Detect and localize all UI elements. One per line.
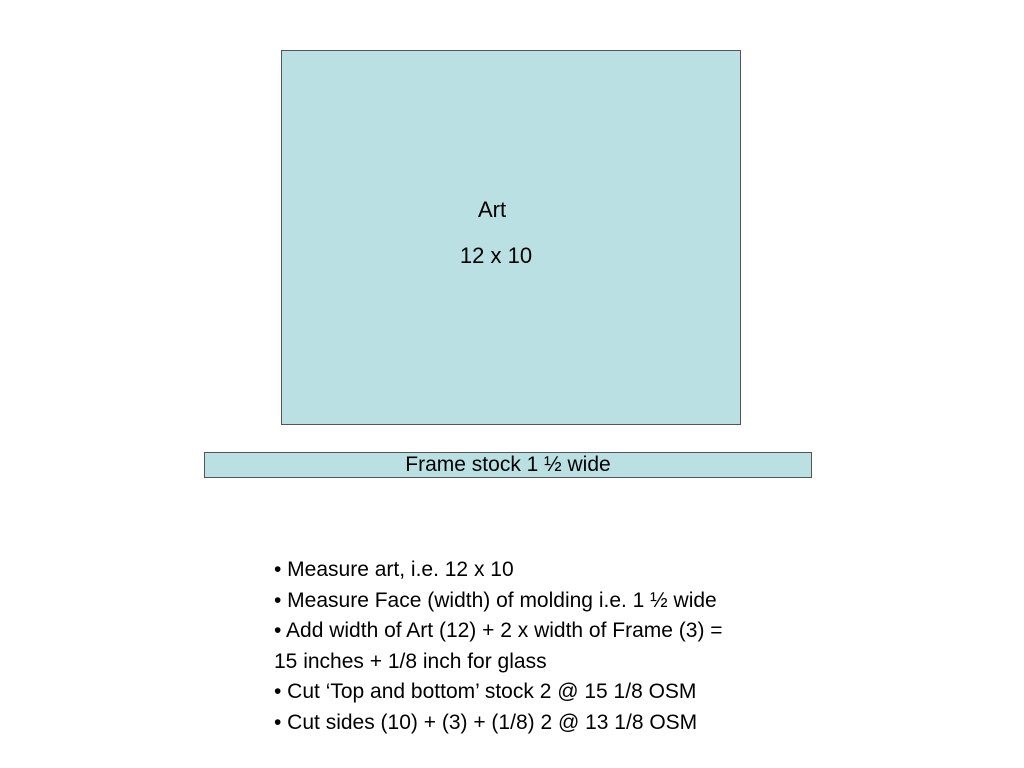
frame-stock-strip: Frame stock 1 ½ wide [204, 452, 812, 478]
instruction-line: • Add width of Art (12) + 2 x width of F… [274, 619, 723, 642]
instruction-line: 15 inches + 1/8 inch for glass [274, 649, 547, 673]
instruction-line: • Measure Face (width) of molding i.e. 1… [274, 588, 717, 612]
art-title: Art [477, 197, 507, 222]
art-rectangle: Art 12 x 10 [281, 50, 741, 425]
art-dimensions: 12 x 10 [459, 243, 533, 268]
instruction-list: • Measure art, i.e. 12 x 10 • Measure Fa… [274, 555, 844, 738]
instruction-line: • Cut sides (10) + (3) + (1/8) 2 @ 13 1/… [274, 710, 698, 734]
frame-stock-label: Frame stock 1 ½ wide [405, 453, 611, 476]
instruction-line: • Measure art, i.e. 12 x 10 [274, 558, 514, 581]
instruction-line: • Cut ‘Top and bottom’ stock 2 @ 15 1/8 … [274, 680, 697, 703]
